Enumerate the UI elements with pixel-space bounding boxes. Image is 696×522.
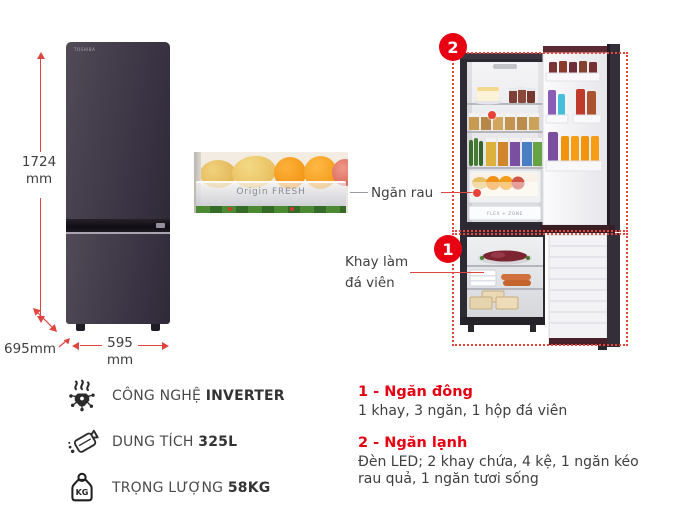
lower-door (66, 234, 170, 324)
vegetable-strip (196, 206, 346, 213)
door-divider (66, 232, 170, 234)
ice-tray-label-line1: Khay làm (345, 254, 409, 270)
height-dimension-label: 1724 mm (10, 154, 68, 188)
width-unit: mm (106, 352, 134, 368)
feature-text: DUNG TÍCH 325L (112, 434, 237, 450)
feature-value: 58KG (227, 480, 271, 496)
legend-title: 2 - Ngăn lạnh (358, 434, 468, 451)
apple (332, 159, 348, 186)
cabinet-base (460, 317, 607, 350)
ice-tray-callout-line (410, 272, 484, 273)
refrigerator-front-image: TOSHIBA (66, 42, 170, 331)
open-refrigerator-illustration: FLEX + ZONE (460, 44, 620, 350)
legend-freezer: 1 - Ngăn đông 1 khay, 3 ngăn, 1 hộp đá v… (358, 384, 654, 421)
height-dimension-line (40, 58, 41, 152)
brand-logo: TOSHIBA (74, 47, 96, 52)
arrow-down-icon (36, 316, 45, 323)
juice-bottles (545, 132, 603, 172)
arrow-left-icon (72, 341, 79, 350)
arrow-up-icon (36, 52, 45, 59)
feature-weight: KG TRỌNG LƯỢNG 58KG (62, 468, 285, 508)
badge-freezer: 1 (434, 235, 462, 263)
feature-label: TRỌNG LƯỢNG (112, 480, 224, 496)
ice-tray-label-line2: đá viên (345, 275, 395, 291)
drawer-callout-label: Ngăn rau (371, 185, 434, 201)
drawer-callout-line-red (441, 192, 473, 193)
feature-value: 325L (198, 434, 238, 450)
legend-fridge: 2 - Ngăn lạnh Đèn LED; 2 khay chứa, 4 kệ… (358, 435, 654, 489)
fridge-foot-left (76, 324, 85, 331)
drawer-marker-dot (473, 189, 481, 197)
width-dimension-line (80, 345, 102, 346)
compartment-legend: 1 - Ngăn đông 1 khay, 3 ngăn, 1 hộp đá v… (358, 384, 654, 489)
feature-value: INVERTER (205, 388, 285, 404)
flex-zone-drawer: FLEX + ZONE (468, 205, 542, 221)
door-handle (66, 219, 170, 232)
door-bottles (545, 89, 602, 124)
drawer-front-panel: Origin FRESH (196, 181, 346, 206)
fruit-drawer (468, 169, 542, 204)
freezer-door-edge (607, 233, 620, 347)
hinge-bar (540, 225, 615, 233)
feature-label: CÔNG NGHỆ (112, 388, 202, 404)
depth-dimension-label: 695mm (4, 341, 57, 357)
legend-description: Đèn LED; 2 khay chứa, 4 kệ, 1 ngăn kéo r… (358, 453, 639, 488)
fridge-compartment-zone (452, 52, 628, 232)
legend-description: 1 khay, 3 ngăn, 1 hộp đá viên (358, 403, 568, 419)
fridge-door-edge (607, 44, 620, 232)
width-dimension-line (138, 345, 162, 346)
vegetables (469, 138, 483, 166)
ice-tray-callout-label: Khay làm đá viên (345, 252, 408, 294)
depth-dimension-arrow (33, 308, 57, 332)
height-unit: mm (25, 171, 53, 187)
feature-label: DUNG TÍCH (112, 434, 194, 450)
feature-list: CÔNG NGHỆ INVERTER DUNG TÍCH 325L (62, 376, 285, 514)
feature-capacity: DUNG TÍCH 325L (62, 422, 285, 462)
vegetable-drawer-image: Origin FRESH (194, 152, 348, 213)
door-jars (545, 61, 601, 82)
tomato-dot (290, 207, 294, 211)
width-value: 595 (107, 335, 133, 351)
height-value: 1724 (21, 154, 57, 170)
feature-text: CÔNG NGHỆ INVERTER (112, 388, 285, 404)
handle-end-cap (156, 223, 165, 228)
storage-jars (486, 138, 542, 166)
inverter-icon (62, 379, 102, 413)
flex-zone-label: FLEX + ZONE (487, 211, 523, 217)
freezer-door (548, 234, 608, 346)
ice-cream-tubs (469, 290, 519, 310)
depth-arrow-tip-icon (58, 338, 70, 348)
fridge-door (542, 46, 608, 226)
width-dimension-label: 595 mm (103, 335, 137, 369)
meat-tray (478, 250, 532, 265)
badge-fridge: 2 (439, 33, 467, 61)
freezer-compartment-zone (452, 233, 628, 346)
legend-title: 1 - Ngăn đông (358, 384, 473, 400)
fridge-foot-right (151, 324, 160, 331)
weight-icon: KG (62, 471, 102, 505)
feature-text: TRỌNG LƯỢNG 58KG (112, 480, 270, 496)
arrow-right-icon (162, 341, 169, 350)
food-containers (469, 113, 539, 130)
height-dimension-line (40, 198, 41, 316)
cake (474, 87, 502, 105)
capacity-icon (62, 425, 102, 459)
drawer-callout-line-gray (350, 192, 368, 193)
upper-door: TOSHIBA (66, 42, 170, 219)
feature-inverter: CÔNG NGHỆ INVERTER (62, 376, 285, 416)
ice-cube-tray (469, 269, 497, 287)
tomato-dot (228, 207, 232, 211)
sausages (501, 274, 531, 286)
kg-icon-text: KG (76, 488, 89, 497)
shelf-marker-dot (488, 111, 496, 119)
jam-jars (509, 87, 535, 103)
